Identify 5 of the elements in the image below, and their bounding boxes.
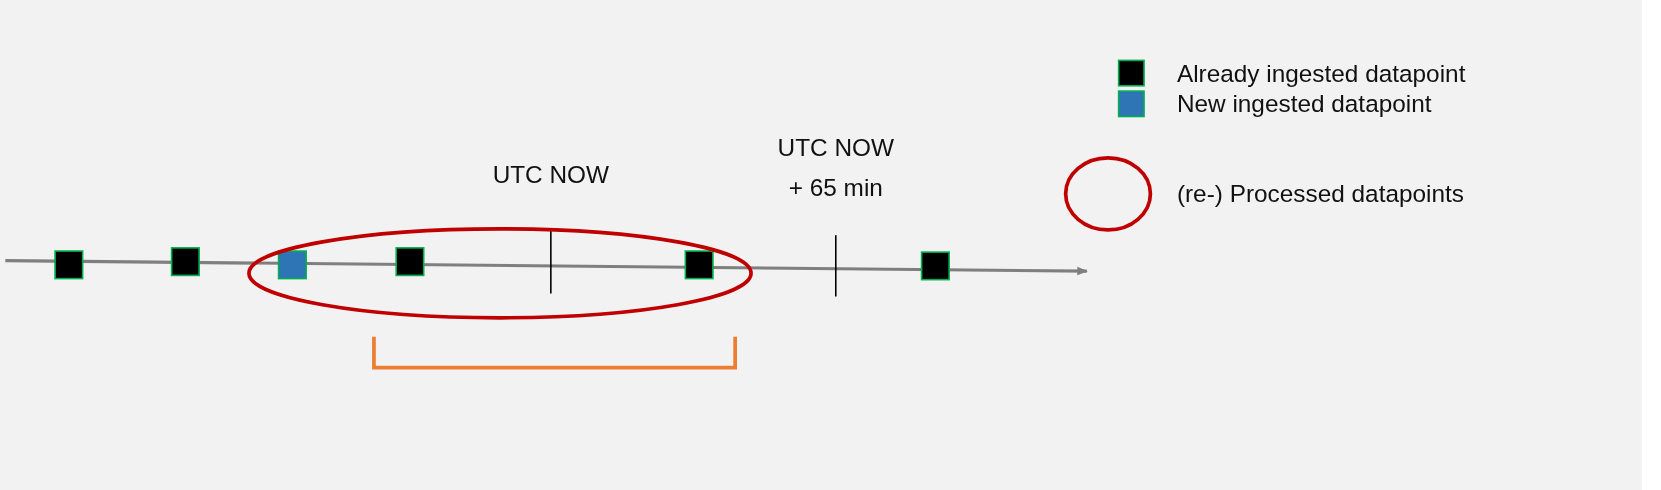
time-label: UTC NOW (492, 160, 610, 191)
legend-text: New ingested datapoint (1176, 89, 1432, 119)
legend-text: Already ingested datapoint (1176, 58, 1466, 88)
legend-text: (re-) Processed datapoints (1176, 179, 1464, 209)
time-label: UTC NOW + 65 min (776, 132, 895, 204)
